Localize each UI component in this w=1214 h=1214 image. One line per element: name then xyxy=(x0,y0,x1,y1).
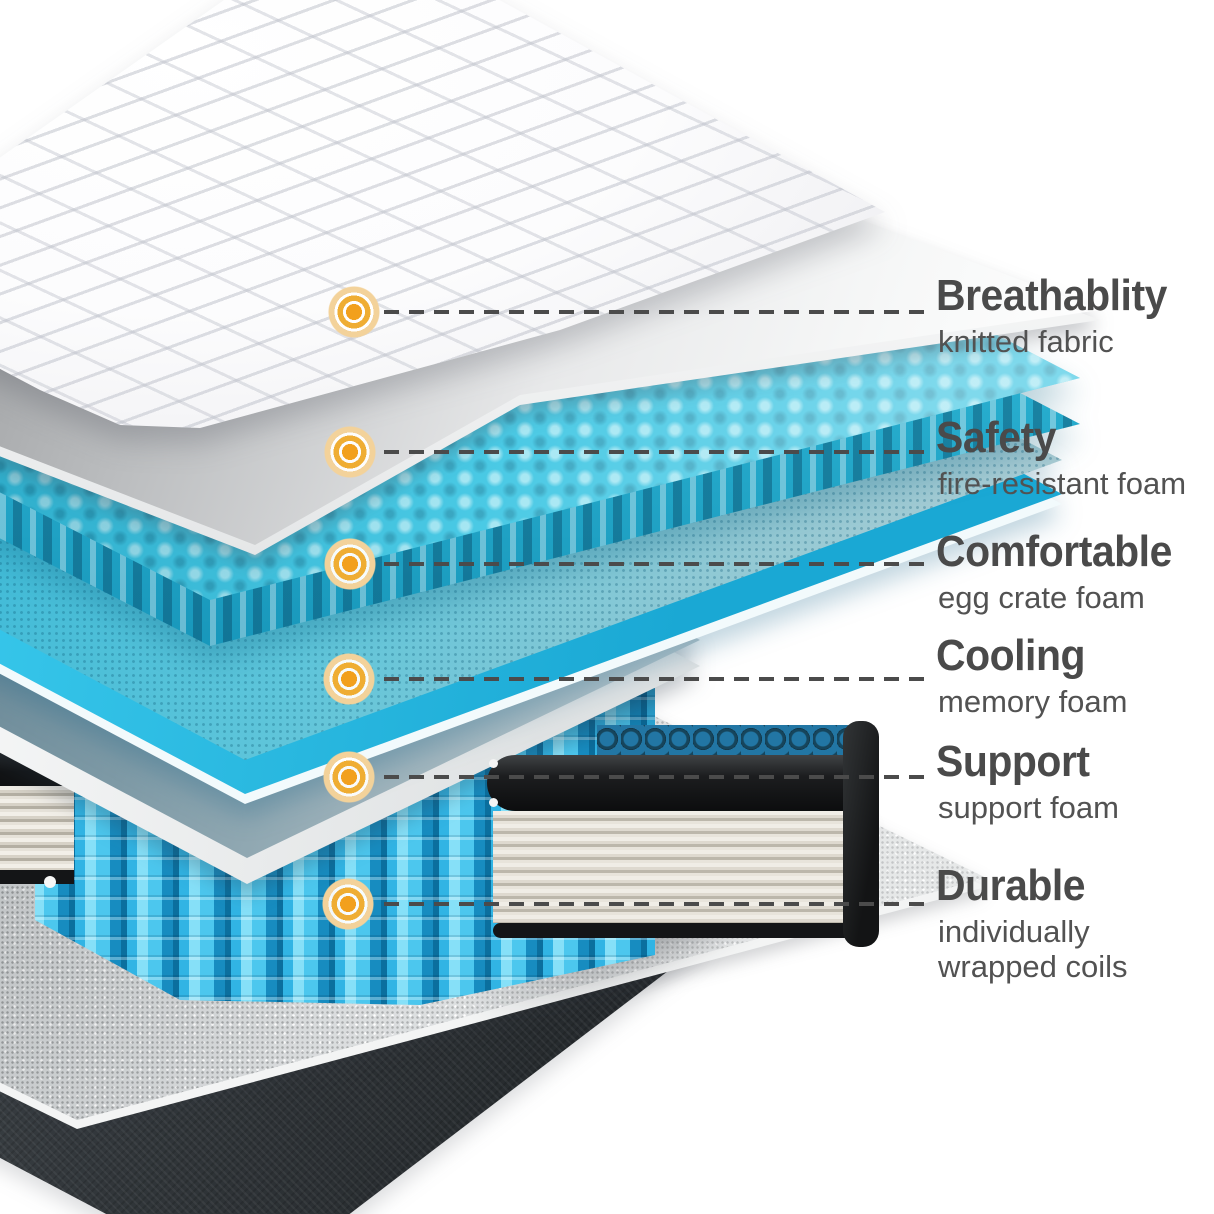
callout-subtitle: individually wrapped coils xyxy=(938,913,1128,985)
callout-cooling: Cooling memory foam xyxy=(936,632,1214,719)
callout-subtitle: memory foam xyxy=(938,683,1128,719)
callout-title: Breathablity xyxy=(936,271,1167,320)
callout-breathability: Breathablity knitted fabric xyxy=(936,272,1214,359)
callout-title: Cooling xyxy=(936,631,1086,680)
callout-safety: Safety fire-resistant foam xyxy=(936,414,1214,501)
leader-line-support xyxy=(384,775,924,779)
target-marker-safety xyxy=(324,426,376,478)
callout-title: Support xyxy=(936,737,1090,786)
target-marker-cooling xyxy=(323,653,375,705)
knitted-fabric-quilt-surface xyxy=(0,0,885,428)
callout-subtitle: knitted fabric xyxy=(938,323,1114,359)
block-right-end-cap xyxy=(843,721,879,947)
callout-subtitle: fire-resistant foam xyxy=(938,465,1187,501)
leader-line-safety xyxy=(384,450,924,454)
callout-subtitle: support foam xyxy=(938,789,1119,825)
callout-support: Support support foam xyxy=(936,738,1214,825)
block-bottom-trim xyxy=(493,923,859,938)
target-marker-comfortable xyxy=(324,538,376,590)
leader-line-comfortable xyxy=(384,562,924,566)
piping-cap-dot xyxy=(489,798,498,807)
callout-title: Durable xyxy=(936,861,1086,910)
target-marker-durable xyxy=(322,878,374,930)
leader-line-breathability xyxy=(384,310,924,314)
callout-title: Safety xyxy=(936,413,1057,462)
block-black-band xyxy=(487,755,859,811)
block-coil-top-strip xyxy=(597,725,857,757)
callout-comfortable: Comfortable egg crate foam xyxy=(936,528,1214,615)
left-border-piping-cap xyxy=(44,876,56,888)
leader-line-cooling xyxy=(384,677,924,681)
knitted-fabric-cover-layer xyxy=(0,0,930,460)
piping-cap-dot xyxy=(489,759,498,768)
target-marker-breathability xyxy=(328,286,380,338)
callout-title: Comfortable xyxy=(936,527,1172,576)
callout-durable: Durable individually wrapped coils xyxy=(936,862,1214,985)
block-ribbed-fabric xyxy=(493,811,859,923)
left-border-ribbed-fabric xyxy=(0,786,74,870)
target-marker-support xyxy=(323,751,375,803)
leader-line-durable xyxy=(384,902,924,906)
callout-subtitle: egg crate foam xyxy=(938,579,1145,615)
